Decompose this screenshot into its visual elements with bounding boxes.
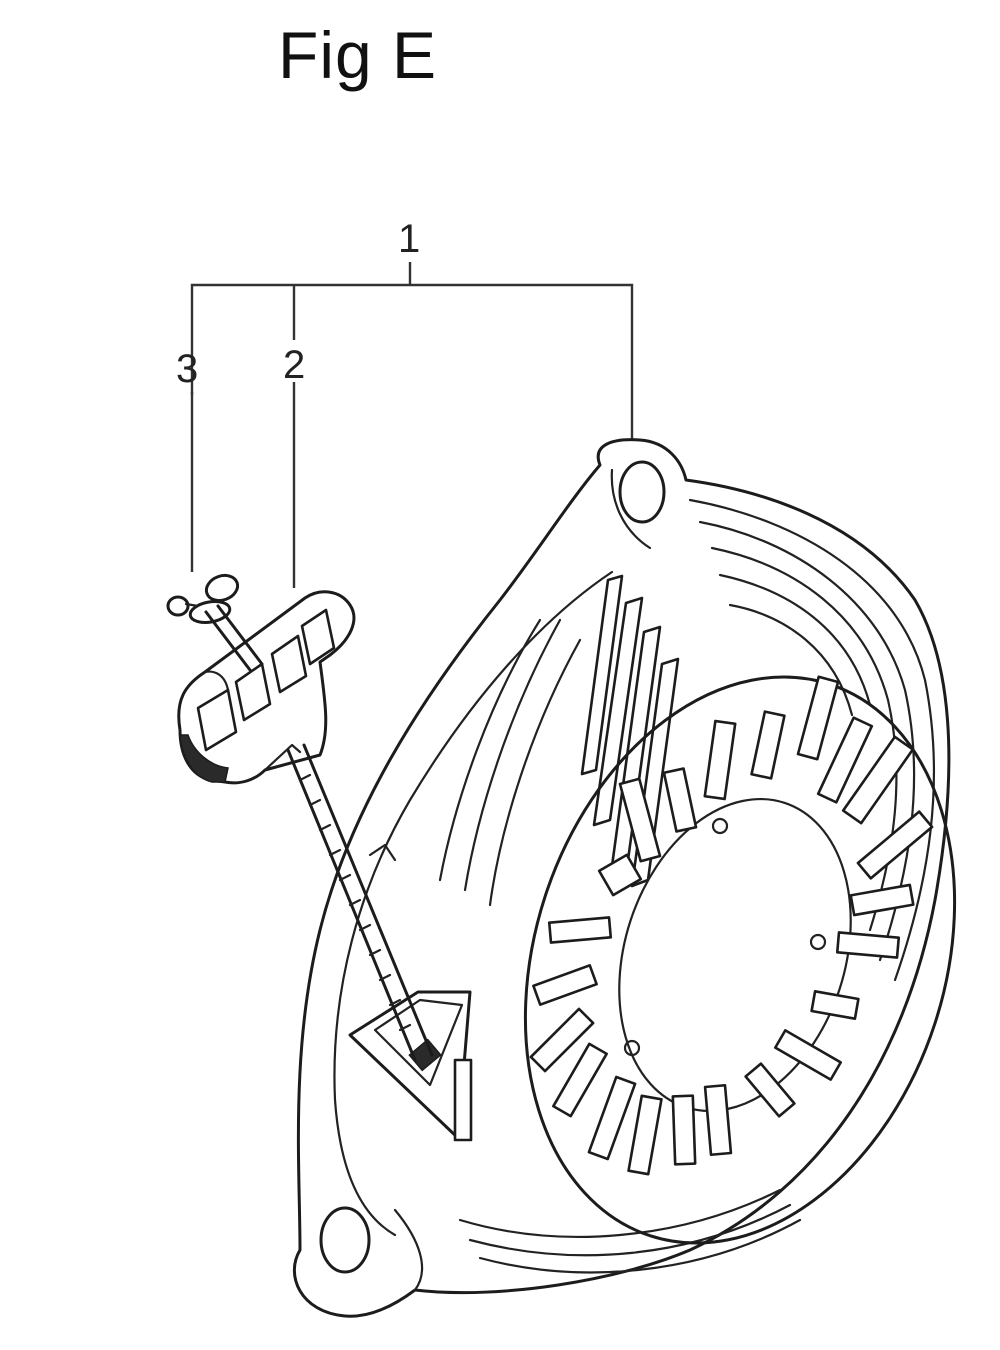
figure-title: Fig E bbox=[278, 18, 438, 92]
rib-1 bbox=[580, 574, 624, 776]
callout-3-label: 3 bbox=[176, 347, 198, 391]
rope-end-knot bbox=[166, 573, 264, 672]
vent-slot bbox=[835, 931, 901, 959]
pulley-cover bbox=[523, 675, 957, 1245]
vent-slot bbox=[703, 719, 737, 801]
handle-grip-slot bbox=[270, 634, 308, 694]
rope-outline-b bbox=[302, 743, 434, 1057]
vent-slot bbox=[703, 1083, 733, 1157]
vent-slot bbox=[810, 990, 860, 1020]
handle-grip-slot bbox=[196, 688, 238, 752]
rope-guide-grommet bbox=[408, 1038, 442, 1072]
rope-guide-face bbox=[373, 998, 464, 1087]
upper-lobe-inner bbox=[610, 468, 652, 550]
handle-grip-slot bbox=[300, 608, 336, 666]
lower-mount-hole bbox=[319, 1206, 371, 1274]
handle-grip-slot bbox=[234, 662, 272, 722]
rib-groove-3 bbox=[488, 638, 582, 907]
housing-inner-rim bbox=[333, 570, 614, 1237]
rib-2 bbox=[592, 596, 644, 827]
shell-bottom-2 bbox=[468, 1203, 792, 1257]
vent-slot bbox=[627, 1094, 663, 1176]
handle-underside bbox=[179, 734, 229, 783]
vent-slot bbox=[750, 710, 786, 780]
vent-slots bbox=[529, 675, 934, 1176]
knot-loop-upper bbox=[204, 573, 240, 603]
rib-groove-1 bbox=[438, 618, 542, 882]
vent-slot bbox=[849, 883, 915, 917]
vent-slot bbox=[841, 735, 915, 825]
shell-line-4 bbox=[718, 573, 872, 707]
callout-labels: 1 2 3 bbox=[176, 217, 420, 391]
vent-slot bbox=[816, 716, 874, 804]
vent-slot bbox=[597, 853, 643, 897]
knot-end bbox=[166, 595, 190, 617]
shell-line-1 bbox=[688, 498, 935, 982]
rope-texture bbox=[298, 773, 412, 1032]
vent-slot bbox=[529, 1007, 595, 1073]
shell-line-5 bbox=[728, 603, 854, 717]
vent-slot bbox=[547, 916, 613, 944]
housing-outer-flange bbox=[292, 438, 951, 1318]
rope-guide-slot bbox=[453, 1058, 473, 1142]
rope-guide bbox=[348, 990, 473, 1142]
upper-mount-hole bbox=[618, 460, 666, 524]
rib-step bbox=[368, 843, 397, 862]
shell-bottom-1 bbox=[458, 1188, 782, 1238]
starter-rope bbox=[286, 743, 434, 1062]
leader-1-bracket bbox=[190, 283, 634, 440]
vent-slot bbox=[662, 767, 698, 833]
knot-loop-lower bbox=[188, 600, 232, 624]
handle-neck bbox=[263, 743, 302, 772]
vent-slot bbox=[744, 1062, 796, 1118]
housing-ribs bbox=[368, 574, 680, 907]
vent-slot bbox=[796, 675, 840, 761]
vent-slot bbox=[773, 1029, 843, 1081]
callout-leaders bbox=[190, 262, 634, 588]
rope-guide-outline bbox=[348, 990, 472, 1140]
vent-slot bbox=[552, 1042, 608, 1118]
rib-groove-2 bbox=[463, 618, 562, 892]
vent-slot bbox=[856, 810, 934, 880]
vent-slot bbox=[587, 1075, 637, 1161]
shell-bottom-3 bbox=[478, 1218, 802, 1274]
vent-center-hole-3 bbox=[623, 1039, 641, 1057]
knot-tail bbox=[184, 602, 200, 608]
vent-slot bbox=[532, 964, 598, 1006]
vent-center-hole-2 bbox=[809, 933, 827, 951]
shell-line-2 bbox=[698, 520, 916, 962]
callout-2-label: 2 bbox=[283, 343, 305, 387]
lower-lobe-inner bbox=[393, 1208, 424, 1292]
vent-center-hole-1 bbox=[711, 817, 729, 835]
starter-handle bbox=[177, 590, 356, 785]
vent-slot bbox=[671, 1094, 697, 1166]
callout-1-label: 1 bbox=[398, 217, 420, 261]
vent-slot bbox=[618, 777, 662, 863]
